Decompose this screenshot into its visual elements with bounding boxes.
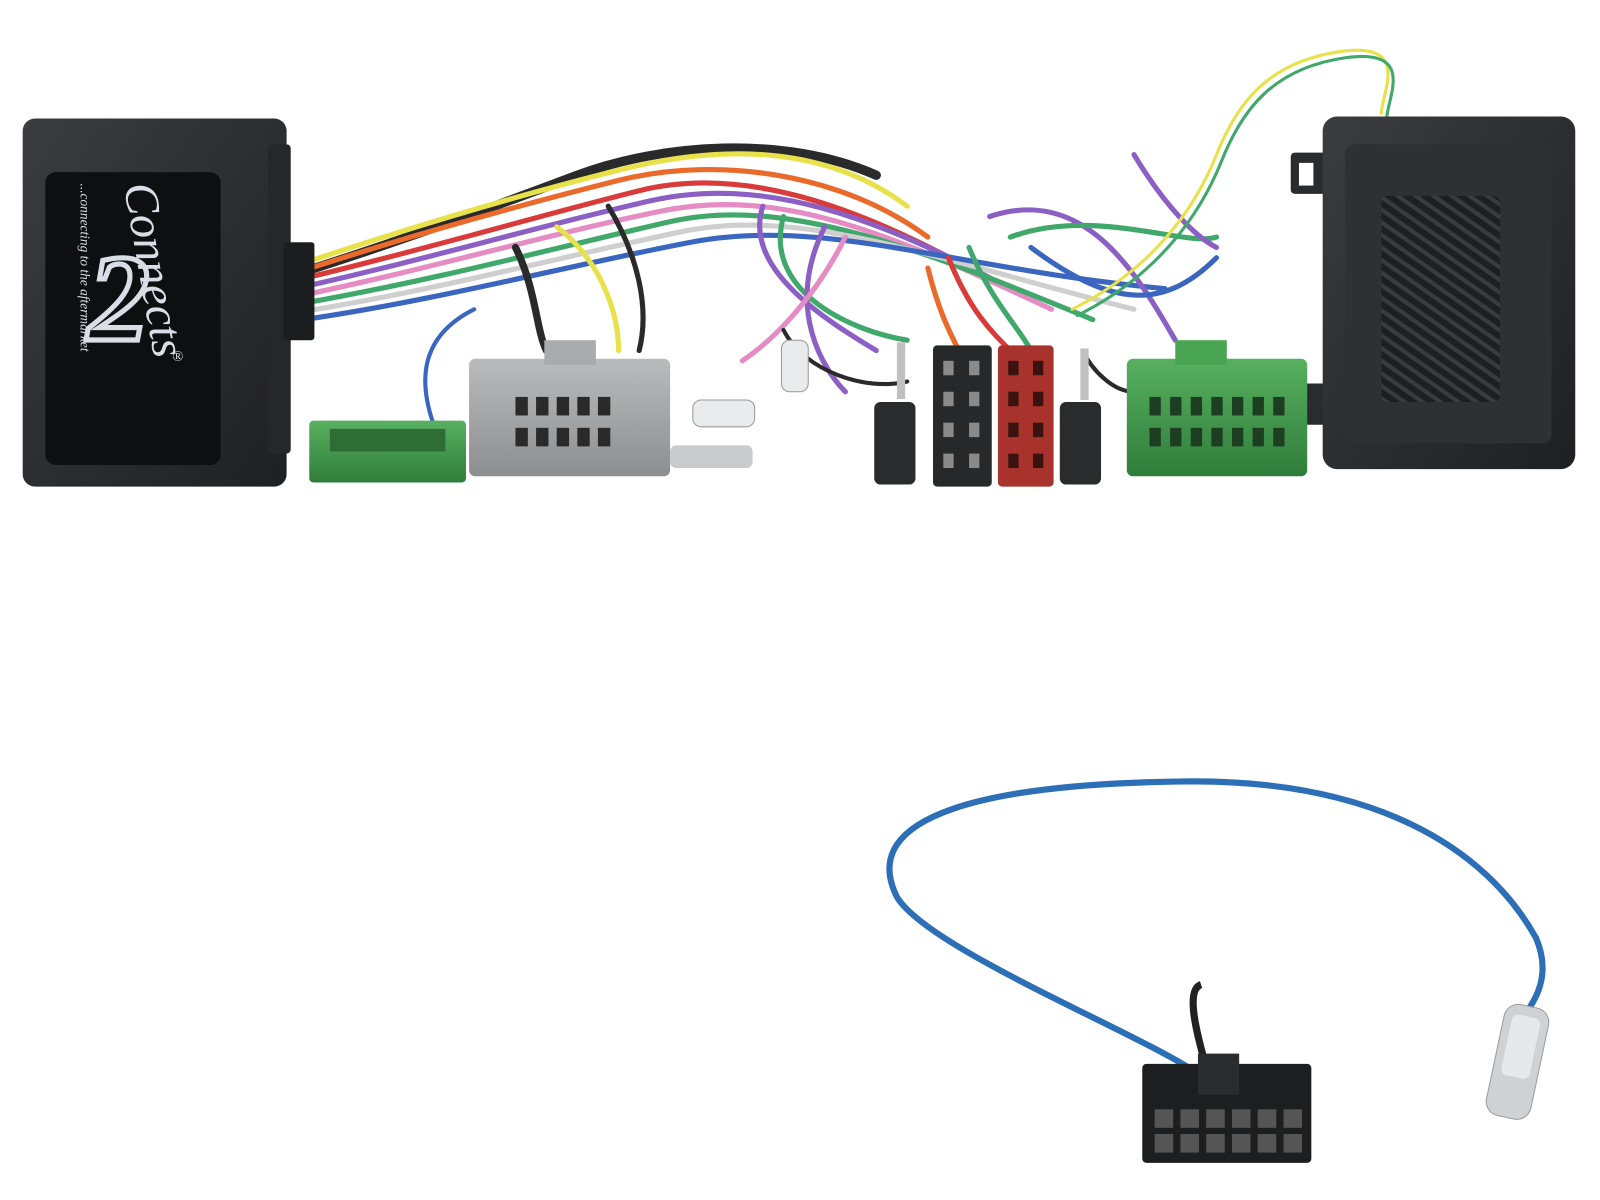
connector-grey (469, 340, 671, 477)
connects2-logo: ...connecting to the aftermarket 2 Conne… (77, 178, 194, 369)
connector-green-large (1126, 340, 1308, 477)
svg-text:®: ® (172, 349, 183, 365)
interface-module-right (1290, 116, 1576, 470)
antenna-plug-female (1485, 1003, 1550, 1120)
svg-text:...connecting to the aftermark: ...connecting to the aftermarket (77, 184, 92, 352)
antenna-plug-small (670, 339, 809, 469)
connector-green-small (309, 420, 466, 483)
interface-module-left: ...connecting to the aftermarket 2 Conne… (22, 118, 315, 487)
jack-3-5mm-right (1059, 348, 1102, 485)
wire-harness (294, 48, 1395, 425)
iso-connector-black (932, 345, 992, 487)
antenna-adapter-cable (886, 778, 1550, 1163)
iso-connector-red (997, 345, 1054, 487)
svg-text:2: 2 (86, 230, 150, 367)
jack-3-5mm-left (874, 342, 916, 485)
